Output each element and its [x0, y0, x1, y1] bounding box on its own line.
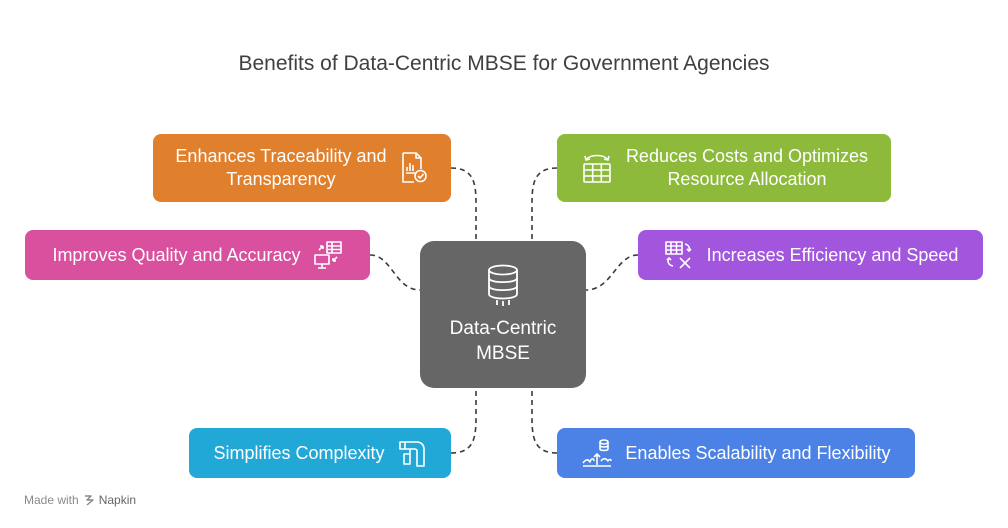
benefit-label: Reduces Costs and Optimizes Resource All… [626, 145, 868, 191]
connector-quality [369, 254, 421, 291]
benefit-label: Enables Scalability and Flexibility [625, 442, 891, 463]
benefit-line1: Enhances Traceability and [175, 146, 387, 166]
brand-name: Napkin [98, 493, 137, 507]
benefit-simplifies: Simplifies Complexity [189, 428, 451, 478]
database-upload-icon [582, 439, 613, 467]
connector-costs [531, 167, 558, 241]
benefit-line1: Reduces Costs and Optimizes [625, 146, 869, 166]
benefit-efficiency: Increases Efficiency and Speed [638, 230, 983, 280]
benefit-traceability: Enhances Traceability and Transparency [153, 134, 451, 202]
document-chart-check-icon [401, 152, 427, 183]
center-node: Data-Centric MBSE [420, 241, 586, 388]
benefit-label: Enhances Traceability and Transparency [175, 145, 386, 191]
database-icon [488, 264, 518, 306]
benefit-scalability: Enables Scalability and Flexibility [557, 428, 915, 478]
benefit-label: Improves Quality and Accuracy [52, 244, 301, 265]
benefit-label: Increases Efficiency and Speed [706, 244, 959, 265]
benefit-costs: Reduces Costs and Optimizes Resource All… [557, 134, 891, 202]
connector-simplifies [450, 388, 477, 454]
pipe-icon [398, 441, 425, 467]
diagram-title: Benefits of Data-Centric MBSE for Govern… [238, 52, 770, 75]
connector-efficiency [585, 254, 639, 291]
benefit-line2: Resource Allocation [667, 169, 827, 189]
benefit-label: Simplifies Complexity [213, 442, 385, 463]
monitor-table-exchange-icon [313, 241, 342, 269]
center-label-line1: Data-Centric [449, 317, 557, 339]
center-label-line2: MBSE [476, 342, 530, 364]
connector-scalability [531, 388, 558, 454]
made-with-text: Made with [24, 493, 79, 507]
benefit-quality: Improves Quality and Accuracy [25, 230, 370, 280]
benefit-line2: Transparency [226, 169, 336, 189]
footer-credit: Made with Napkin [24, 493, 136, 507]
building-arrows-icon [583, 154, 611, 183]
connector-traceability [450, 167, 477, 241]
napkin-logo-icon [84, 495, 94, 506]
table-sync-icon [664, 241, 692, 269]
